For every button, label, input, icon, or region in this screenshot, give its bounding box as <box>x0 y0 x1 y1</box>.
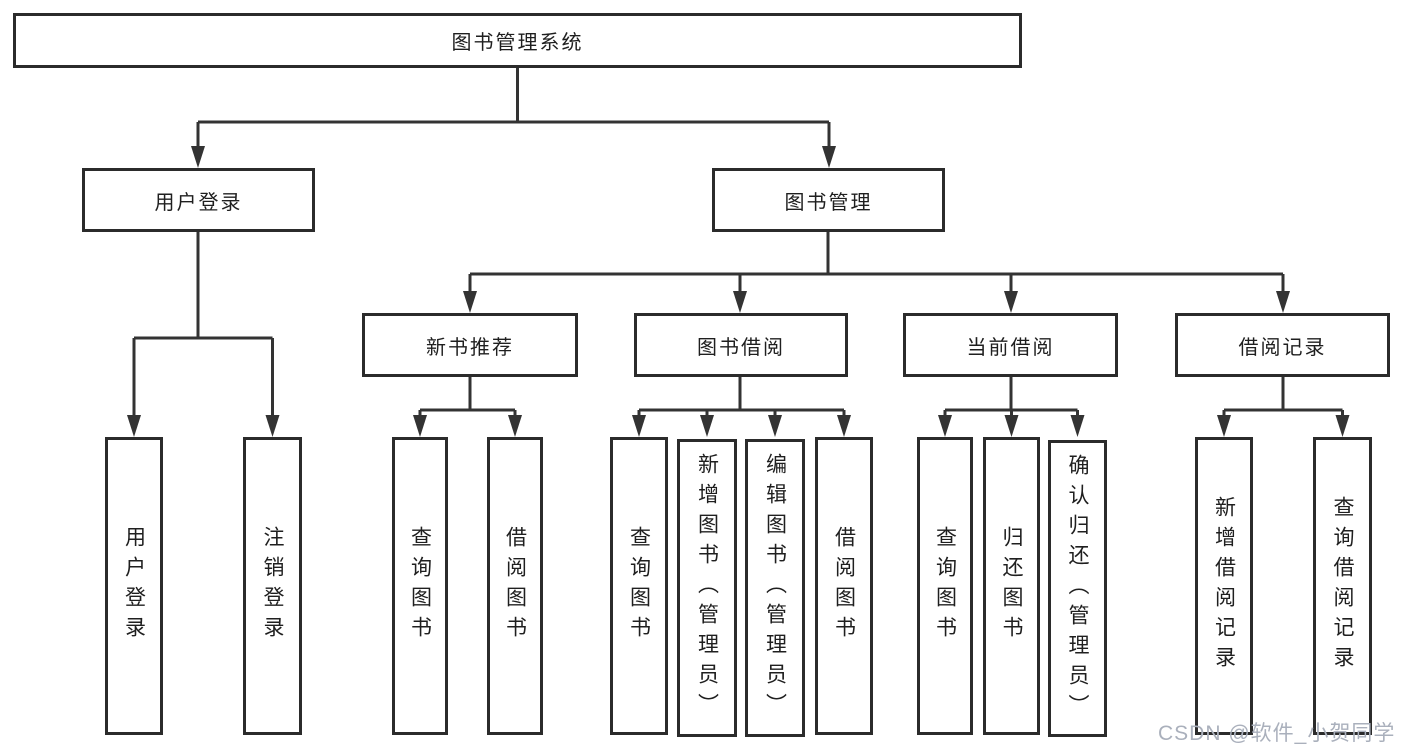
leaf-label: 编辑图书（管理员） <box>763 453 787 723</box>
leaf-add-books-admin: 新增图书（管理员） <box>677 439 737 737</box>
node-current-borrowing: 当前借阅 <box>903 313 1118 377</box>
node-book-borrowing: 图书借阅 <box>634 313 848 377</box>
leaf-query-books-borrow: 查询图书 <box>610 437 668 735</box>
leaf-query-books-recommend: 查询图书 <box>392 437 448 735</box>
node-user-login: 用户登录 <box>82 168 315 232</box>
leaf-query-books-current: 查询图书 <box>917 437 973 735</box>
leaf-query-borrow-record: 查询借阅记录 <box>1313 437 1372 735</box>
leaf-label: 查询图书 <box>933 526 957 646</box>
leaf-label: 归还图书 <box>1000 526 1023 646</box>
leaf-label: 借阅图书 <box>503 526 527 646</box>
leaf-label: 新增借阅记录 <box>1212 496 1236 676</box>
leaf-label: 借阅图书 <box>832 526 856 646</box>
leaf-label: 查询图书 <box>627 526 651 646</box>
node-new-book-recommend: 新书推荐 <box>362 313 578 377</box>
node-book-management-system: 图书管理系统 <box>13 13 1022 68</box>
leaf-label: 确认归还（管理员） <box>1066 453 1089 724</box>
node-borrowing-records: 借阅记录 <box>1175 313 1390 377</box>
leaf-label: 新增图书（管理员） <box>695 453 719 723</box>
leaf-label: 查询图书 <box>408 526 432 646</box>
leaf-add-borrow-record: 新增借阅记录 <box>1195 437 1253 735</box>
leaf-user-login: 用户登录 <box>105 437 163 735</box>
leaf-edit-books-admin: 编辑图书（管理员） <box>745 439 805 737</box>
csdn-watermark: CSDN @软件_小贺同学 <box>1158 722 1396 745</box>
leaf-logout: 注销登录 <box>243 437 302 735</box>
leaf-label: 查询借阅记录 <box>1331 496 1354 676</box>
leaf-return-books: 归还图书 <box>983 437 1040 735</box>
leaf-borrow-books-recommend: 借阅图书 <box>487 437 543 735</box>
arrowheads <box>127 146 1350 437</box>
node-book-management: 图书管理 <box>712 168 945 232</box>
leaf-borrow-books: 借阅图书 <box>815 437 873 735</box>
leaf-label: 用户登录 <box>122 526 146 646</box>
leaf-confirm-return-admin: 确认归还（管理员） <box>1048 440 1107 737</box>
leaf-label: 注销登录 <box>261 526 284 646</box>
